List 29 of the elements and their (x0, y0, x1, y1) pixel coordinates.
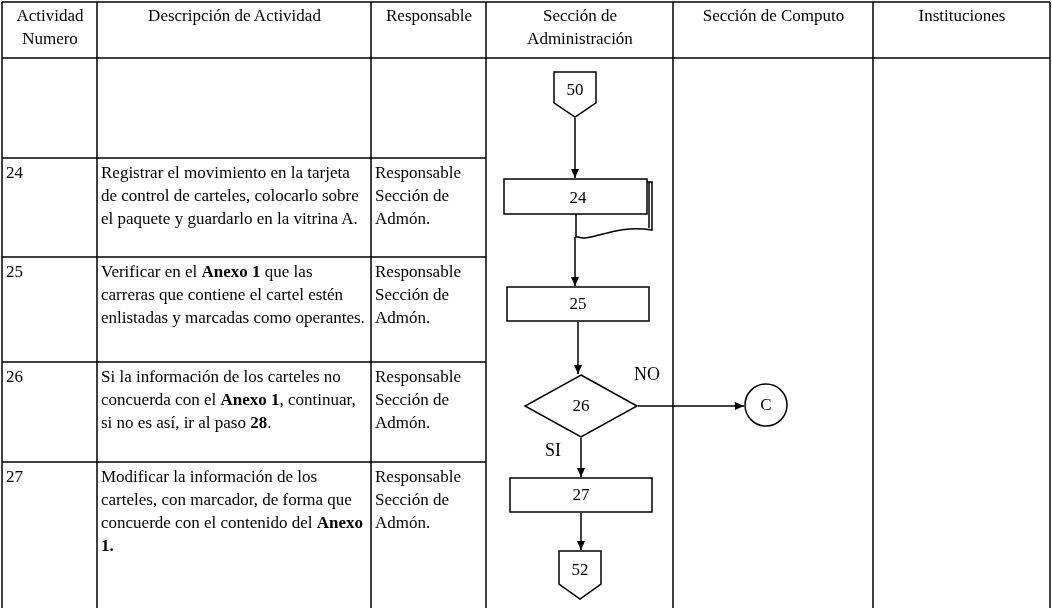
process-box: 27 (509, 477, 653, 513)
arrow (574, 321, 582, 375)
column-header: Responsable (385, 5, 473, 27)
arrow (571, 117, 579, 179)
arrow (571, 236, 579, 287)
offpage-connector: 52 (558, 550, 602, 600)
activity-description: Registrar el movimiento en la tarjeta de control de carteles, colocarlo sobre el paquete y guardarlo en la vitrina A. (101, 162, 360, 230)
column-header: Descripción de Actividad (147, 5, 322, 27)
responsible-text: Responsable Sección de Admón. (375, 162, 462, 230)
arrow (577, 437, 585, 478)
activity-number: 25 (6, 261, 23, 283)
activity-number: 24 (6, 162, 23, 184)
activity-number: 27 (6, 466, 23, 488)
column-header: Actividad Numero (15, 5, 85, 50)
offpage-connector: 50 (553, 71, 597, 118)
lane-header: Instituciones (917, 5, 1007, 27)
activity-description: Si la información de los carteles no concuerda con el Anexo 1, continuar, si no es así, ir al paso 28. (101, 366, 357, 434)
activity-number: 26 (6, 366, 23, 388)
activity-description: Modificar la información de los carteles, con marcador, de forma que concuerde con el contenido del Anexo 1. (101, 466, 364, 557)
process-box: 25 (506, 286, 650, 322)
activity-description: Verificar en el Anexo 1 que las carreras que contiene el cartel estén enlistadas y marcadas como operantes. (101, 261, 366, 329)
arrow (577, 512, 585, 551)
connector-circle: C (744, 383, 788, 427)
lane-header: Sección de Computo (701, 5, 846, 27)
lane-header: Sección de Administración (526, 5, 634, 50)
responsible-text: Responsable Sección de Admón. (375, 261, 462, 329)
arrow (637, 402, 745, 410)
responsible-text: Responsable Sección de Admón. (375, 466, 462, 534)
responsible-text: Responsable Sección de Admón. (375, 366, 462, 434)
